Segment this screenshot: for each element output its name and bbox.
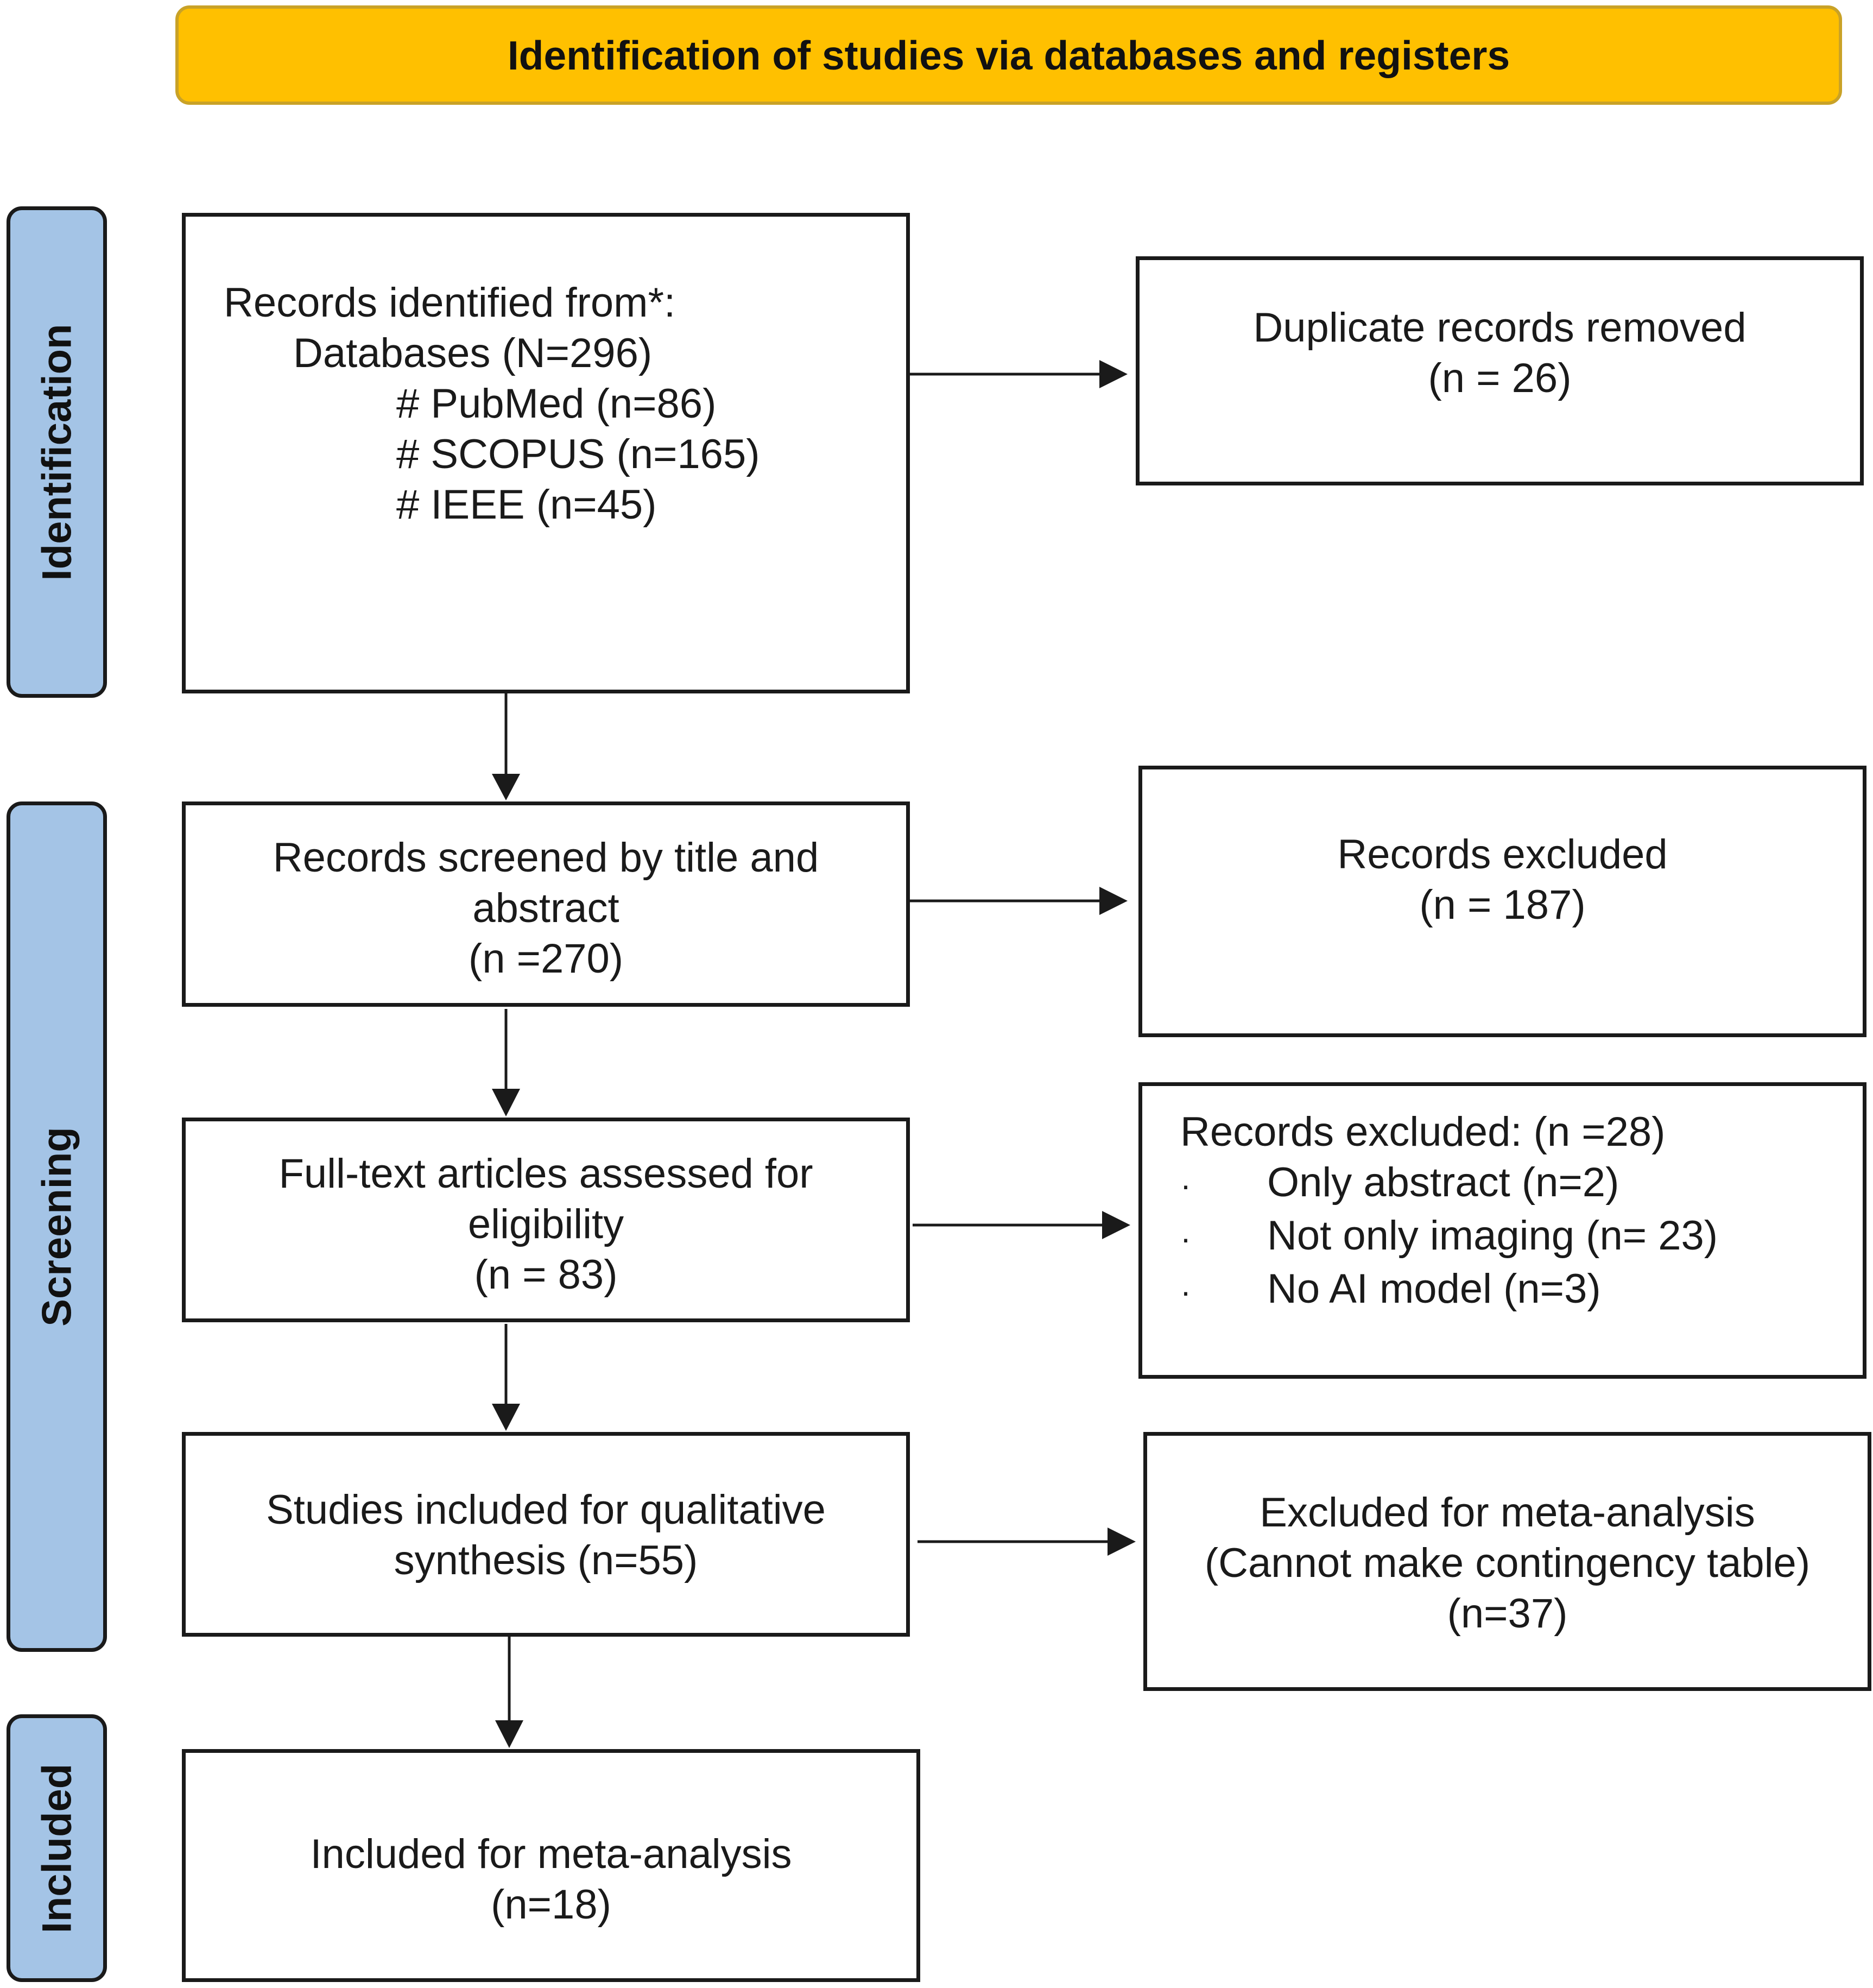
included-meta-box: Included for meta-analysis (n=18) [182, 1749, 920, 1982]
full-text-excluded-heading: Records excluded: (n =28) [1180, 1109, 1666, 1155]
arrow-right-2-head [1099, 887, 1128, 915]
full-text-assessed-label-2: eligibility [467, 1201, 624, 1247]
records-screened-box: Records screened by title and abstract (… [182, 801, 910, 1007]
qualitative-synthesis-label: Studies included for qualitative [266, 1487, 826, 1533]
exclusion-reason-text: Not only imaging (n= 23) [1267, 1213, 1718, 1259]
arrow-right-4-head [1108, 1528, 1136, 1556]
records-excluded-box: Records excluded (n = 187) [1138, 766, 1866, 1037]
excluded-meta-label: Excluded for meta-analysis [1260, 1490, 1755, 1536]
exclusion-reason-text: No AI model (n=3) [1267, 1266, 1601, 1312]
header-banner: Identification of studies via databases … [175, 5, 1842, 105]
scopus-count: # SCOPUS (n=165) [396, 431, 760, 477]
exclusion-reason-text: Only abstract (n=2) [1267, 1159, 1619, 1206]
phase-included: Included [7, 1714, 107, 1982]
exclusion-reason: · Not only imaging (n= 23) [1180, 1210, 1863, 1264]
exclusion-reason: · No AI model (n=3) [1180, 1264, 1863, 1317]
bullet-icon: · [1180, 1273, 1191, 1310]
arrow-down-1-head [492, 774, 520, 800]
bullet-icon: · [1180, 1220, 1191, 1257]
records-screened-label: Records screened by title and [273, 835, 819, 881]
banner-title: Identification of studies via databases … [507, 32, 1510, 78]
included-meta-label: Included for meta-analysis [310, 1831, 792, 1877]
arrow-right-1-head [1099, 360, 1128, 388]
records-identified-heading: Records identified from*: [224, 280, 676, 326]
records-excluded-label: Records excluded [1337, 831, 1668, 878]
included-meta-count: (n=18) [491, 1882, 611, 1928]
duplicates-removed-label: Duplicate records removed [1253, 305, 1747, 351]
exclusion-reason: · Only abstract (n=2) [1180, 1157, 1863, 1210]
arrow-down-2-head [492, 1089, 520, 1116]
duplicates-removed-count: (n = 26) [1428, 355, 1572, 401]
full-text-assessed-label: Full-text articles assessed for [279, 1151, 813, 1197]
records-excluded-count: (n = 187) [1419, 882, 1586, 928]
records-screened-label-2: abstract [472, 885, 619, 931]
qualitative-synthesis-count: synthesis (n=55) [394, 1537, 698, 1583]
arrow-right-3-head [1102, 1211, 1130, 1239]
excluded-meta-box: Excluded for meta-analysis (Cannot make … [1143, 1432, 1871, 1691]
full-text-assessed-box: Full-text articles assessed for eligibil… [182, 1118, 910, 1322]
duplicates-removed-box: Duplicate records removed (n = 26) [1136, 256, 1864, 485]
full-text-excluded-box: Records excluded: (n =28) · Only abstrac… [1138, 1082, 1866, 1379]
pubmed-count: # PubMed (n=86) [396, 381, 717, 427]
arrow-down-3-head [492, 1404, 520, 1431]
qualitative-synthesis-box: Studies included for qualitative synthes… [182, 1432, 910, 1637]
full-text-assessed-count: (n = 83) [474, 1252, 618, 1298]
databases-total: Databases (N=296) [293, 330, 653, 376]
arrow-down-4-head [495, 1720, 523, 1748]
records-identified-box: Records identified from*: Databases (N=2… [182, 213, 910, 693]
excluded-meta-reason: (Cannot make contingency table) [1204, 1540, 1811, 1586]
records-screened-count: (n =270) [468, 936, 624, 982]
phase-identification: Identification [7, 206, 107, 698]
phase-screening: Screening [7, 801, 107, 1652]
ieee-count: # IEEE (n=45) [396, 482, 657, 528]
bullet-icon: · [1180, 1167, 1191, 1203]
excluded-meta-count: (n=37) [1447, 1591, 1568, 1637]
